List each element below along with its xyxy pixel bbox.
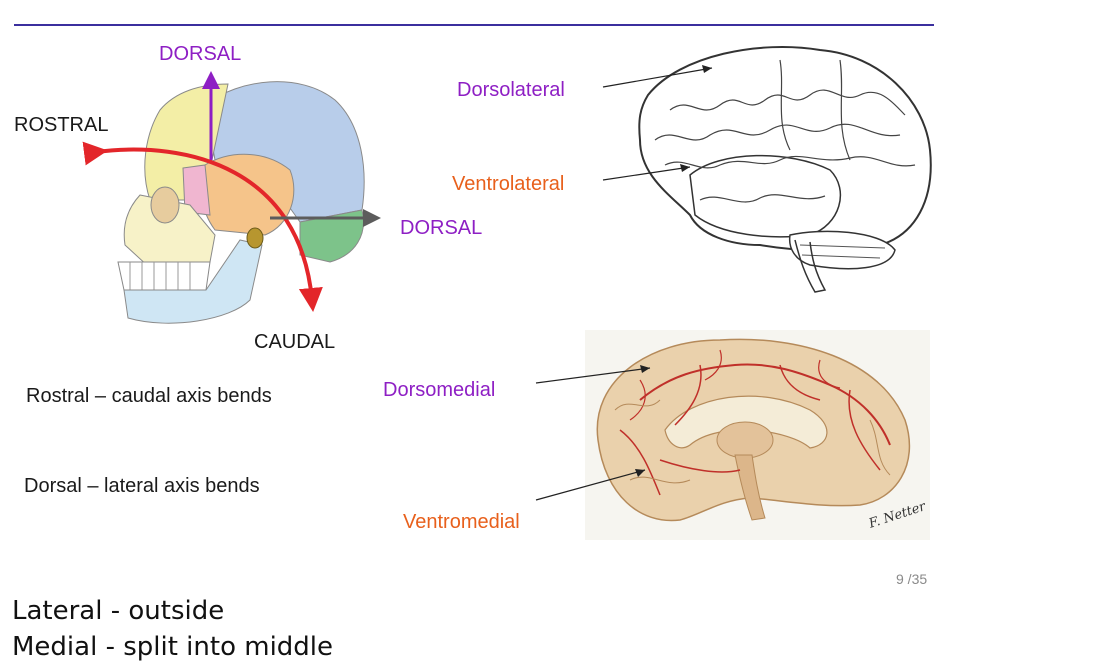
ventromedial-label: Ventromedial [403,511,520,533]
ventrolateral-label: Ventrolateral [452,173,565,195]
dorsal-lateral-caption: Dorsal – lateral axis bends [24,475,260,497]
caudal-label: CAUDAL [254,331,336,353]
title-rule [14,24,934,26]
dorsal-right-label: DORSAL [400,217,483,239]
note-line-2: Medial - split into middle [12,632,334,662]
rostral-label: ROSTRAL [14,114,109,136]
rostral-caudal-caption: Rostral – caudal axis bends [26,385,272,407]
page-number: 9 /35 [896,571,928,587]
rostral-caudal-arrow [82,141,323,312]
note-line-1: Lateral - outside [12,596,225,626]
dorsal-top-label: DORSAL [159,43,242,65]
dorsolateral-label: Dorsolateral [457,79,565,101]
dorsomedial-label: Dorsomedial [383,379,496,401]
